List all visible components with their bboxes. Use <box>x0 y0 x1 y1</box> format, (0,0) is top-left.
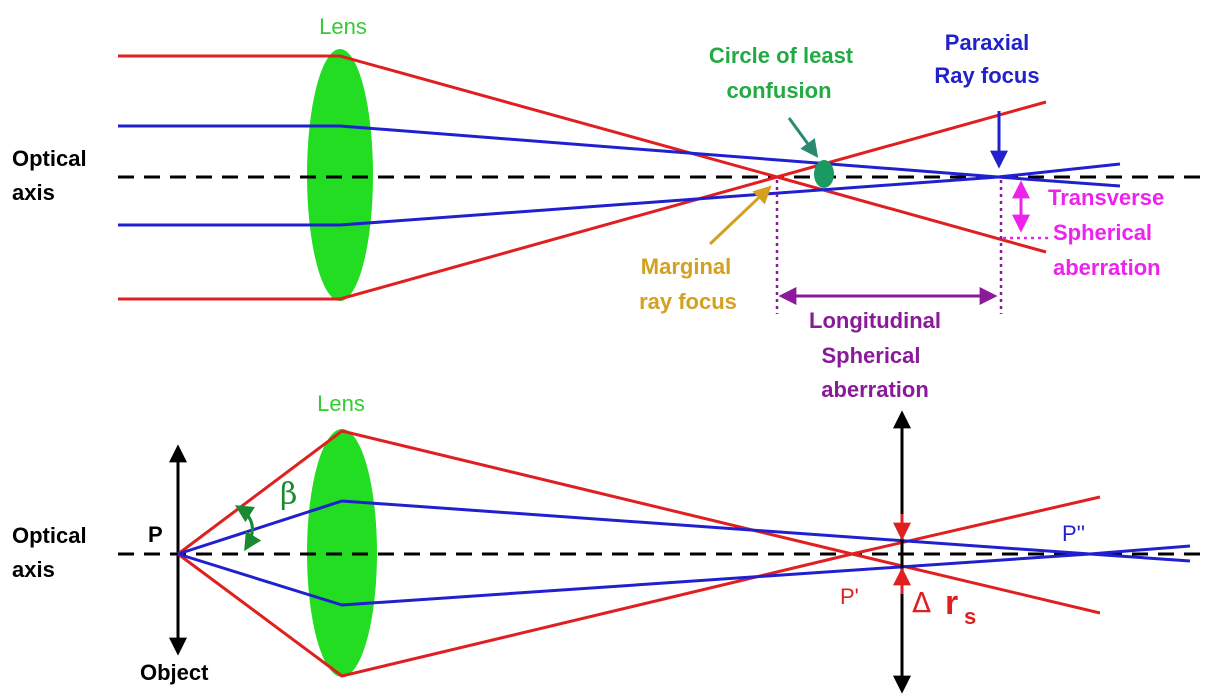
top-diagram: Lens Optical axis Circle of least confus… <box>12 14 1205 402</box>
bottom-paraxial-ray-lower <box>177 544 1191 607</box>
object-label: Object <box>140 660 209 685</box>
transverse-label-line1: Transverse <box>1048 185 1164 210</box>
bottom-axis-label-line2: axis <box>12 557 55 582</box>
circle-of-least-confusion-arrow <box>787 117 819 158</box>
top-axis-label-line1: Optical <box>12 146 87 171</box>
top-lens <box>307 49 373 301</box>
point-p-prime-label: P' <box>840 584 859 609</box>
top-lens-label: Lens <box>319 14 367 39</box>
delta-symbol: Δ <box>912 586 931 619</box>
longitudinal-label-line1: Longitudinal <box>809 308 941 333</box>
circle-label-line2: confusion <box>726 78 831 103</box>
top-paraxial-ray-lower <box>118 162 1121 227</box>
point-p-label: P <box>148 522 163 547</box>
bottom-lens-label: Lens <box>317 391 365 416</box>
transverse-label-line2: Spherical <box>1053 220 1152 245</box>
bottom-marginal-ray-lower <box>177 495 1101 678</box>
paraxial-label-line1: Paraxial <box>945 30 1029 55</box>
transverse-label-line3: aberration <box>1053 255 1161 280</box>
marginal-focus-arrow <box>708 185 772 246</box>
top-paraxial-ray-upper <box>118 124 1121 188</box>
circle-label-line1: Circle of least <box>709 43 854 68</box>
r-symbol: r <box>945 584 958 622</box>
beta-angle-arc <box>234 505 262 552</box>
top-marginal-ray-upper <box>118 54 1047 254</box>
r-subscript: s <box>964 604 976 629</box>
marginal-label-line1: Marginal <box>641 254 731 279</box>
longitudinal-label-line2: Spherical <box>821 343 920 368</box>
beta-symbol: β <box>280 477 297 512</box>
bottom-diagram: Lens Optical axis P Object β P' P'' Δ r … <box>12 391 1205 694</box>
bottom-axis-label-line1: Optical <box>12 523 87 548</box>
circle-of-least-confusion-spot <box>814 160 834 188</box>
longitudinal-label-line3: aberration <box>821 377 929 402</box>
point-p-double-prime-label: P'' <box>1062 521 1085 546</box>
paraxial-label-line2: Ray focus <box>934 63 1039 88</box>
bottom-marginal-ray-upper <box>177 429 1101 615</box>
top-axis-label-line2: axis <box>12 180 55 205</box>
marginal-label-line2: ray focus <box>639 289 737 314</box>
top-marginal-ray-lower <box>118 100 1047 301</box>
